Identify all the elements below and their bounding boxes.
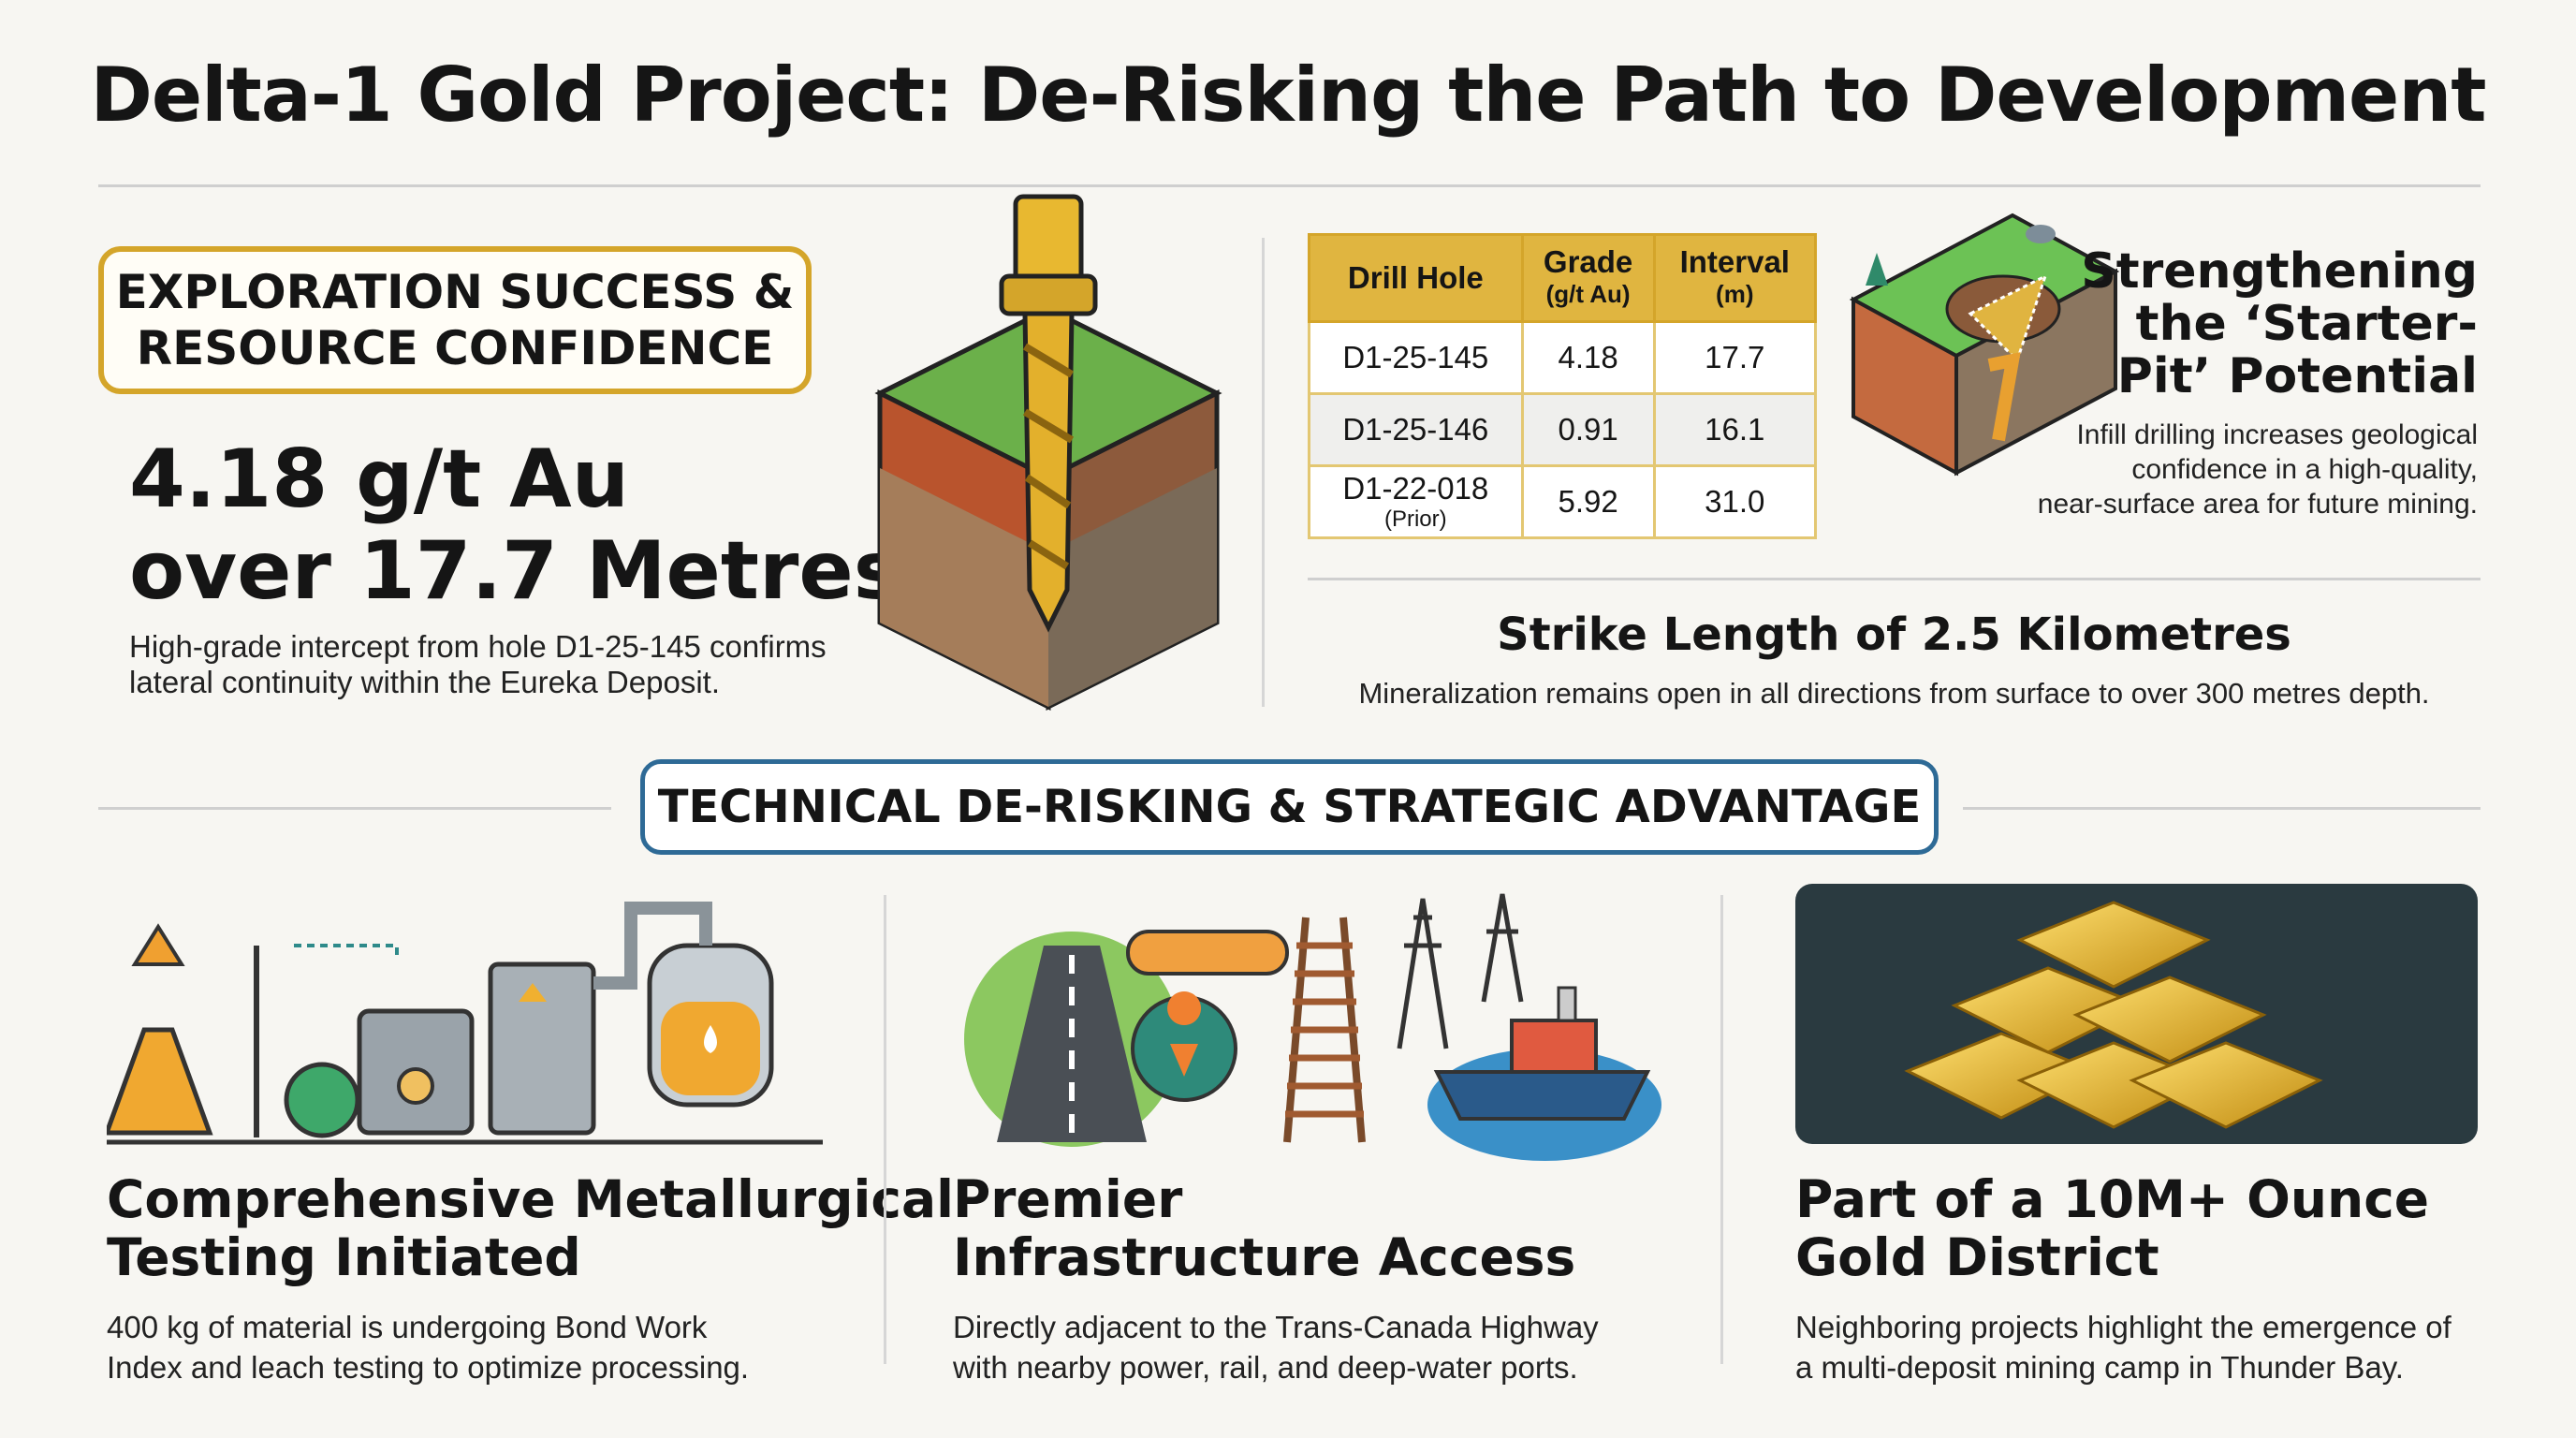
header-text: Grade [1543,244,1633,279]
cell-grade: 0.91 [1520,392,1656,467]
section-heading: Strengthening [2081,243,2478,300]
page-title: Delta-1 Gold Project: De-Risking the Pat… [90,51,2486,139]
section-heading: the ‘Starter- [2135,296,2478,352]
column-title: Premier [953,1169,1183,1229]
hole-note: (Prior) [1383,506,1447,532]
header-sub: (g/t Au) [1545,280,1631,308]
column-infrastructure: Premier Infrastructure Access Directly a… [953,1170,1599,1387]
desc-line: Infill drilling increases geological [2076,419,2478,450]
cell-hole: D1-25-145 [1308,320,1524,395]
divider [1720,895,1723,1364]
header-text: Drill Hole [1347,260,1484,295]
hole-id: D1-22-018 [1342,471,1489,506]
exploration-desc: High-grade intercept from hole D1-25-145… [129,629,827,700]
divider [1963,807,2481,810]
table-row: D1-25-145 4.18 17.7 [1308,320,1818,395]
column-district: Part of a 10M+ Ounce Gold District Neigh… [1795,1170,2452,1387]
desc-line: confidence in a high-quality, [2131,454,2478,485]
desc-line: Directly adjacent to the Trans-Canada Hi… [953,1310,1599,1344]
header-sub: (m) [1716,280,1754,308]
desc-line: a multi-deposit mining camp in Thunder B… [1795,1350,2404,1385]
column-metallurgy: Comprehensive Metallurgical Testing Init… [107,1170,954,1387]
infrastructure-icon [964,893,1661,1161]
col-header: Drill Hole [1308,233,1524,323]
lab-equipment-icon [107,902,823,1145]
desc-line: High-grade intercept from hole D1-25-145… [129,629,827,664]
strike-title: Strike Length of 2.5 Kilometres [1497,609,2291,661]
cell-hole: D1-25-146 [1308,392,1524,467]
desc-line: Index and leach testing to optimize proc… [107,1350,750,1385]
starter-pit-section: Strengthening the ‘Starter- Pit’ Potenti… [2038,245,2478,521]
exploration-badge: EXPLORATION SUCCESS & RESOURCE CONFIDENC… [98,246,812,394]
cell-grade: 4.18 [1520,320,1656,395]
divider [1308,578,2481,580]
column-title: Testing Initiated [107,1227,581,1287]
stat-interval: over 17.7 Metres [129,524,901,618]
cell-interval: 17.7 [1652,320,1818,395]
col-header: Grade(g/t Au) [1520,233,1656,323]
section-title-badge: TECHNICAL DE-RISKING & STRATEGIC ADVANTA… [640,759,1939,855]
strike-desc: Mineralization remains open in all direc… [1358,677,2430,710]
open-pit-illustration-icon [1849,213,2120,477]
cell-interval: 16.1 [1652,392,1818,467]
stat-grade: 4.18 g/t Au [129,433,629,526]
table-row: D1-25-146 0.91 16.1 [1308,392,1818,467]
divider [98,807,611,810]
cell-interval: 31.0 [1652,464,1818,539]
column-title: Part of a 10M+ Ounce [1795,1169,2430,1229]
column-title: Gold District [1795,1227,2159,1287]
badge-line: RESOURCE CONFIDENCE [136,321,774,375]
col-header: Interval(m) [1652,233,1818,323]
desc-line: 400 kg of material is undergoing Bond Wo… [107,1310,708,1344]
desc-line: lateral continuity within the Eureka Dep… [129,665,720,699]
cell-hole: D1-22-018(Prior) [1308,464,1524,539]
desc-line: near-surface area for future mining. [2037,489,2478,520]
cell-grade: 5.92 [1520,464,1656,539]
gold-bars-icon [1795,884,2478,1144]
badge-line: EXPLORATION SUCCESS & [115,265,795,319]
table-row: D1-22-018(Prior) 5.92 31.0 [1308,464,1818,539]
drill-results-table: Drill Hole Grade(g/t Au) Interval(m) D1-… [1308,233,1818,539]
divider [98,184,2481,187]
header-text: Interval [1679,244,1790,279]
section-heading: Pit’ Potential [2116,348,2478,404]
column-title: Infrastructure Access [953,1227,1576,1287]
drill-illustration-icon [874,194,1222,712]
desc-line: with nearby power, rail, and deep-water … [953,1350,1578,1385]
divider [1262,238,1265,707]
divider [884,895,886,1364]
column-title: Comprehensive Metallurgical [107,1169,954,1229]
desc-line: Neighboring projects highlight the emerg… [1795,1310,2452,1344]
